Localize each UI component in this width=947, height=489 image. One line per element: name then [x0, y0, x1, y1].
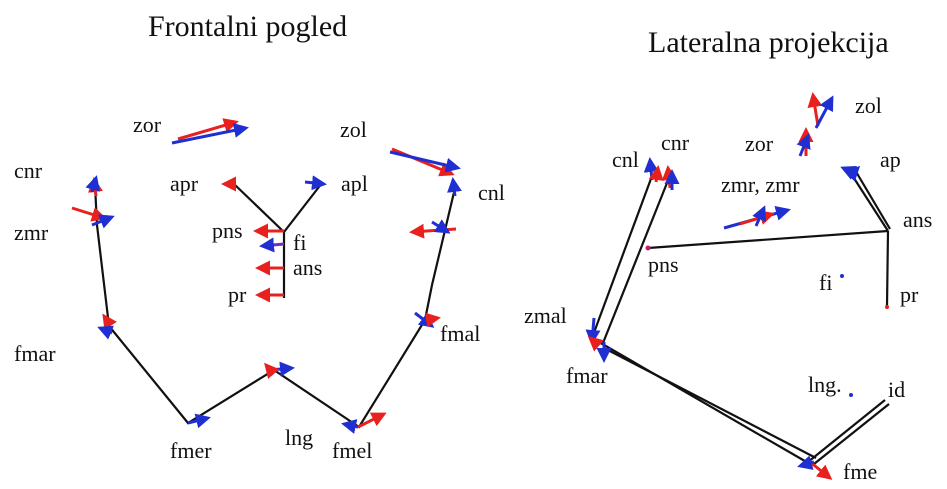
arrow-lat-ap-blue2: [844, 165, 861, 182]
frontal-jaw-outline: [93, 184, 457, 429]
arrow-zol-blue: [389, 150, 461, 173]
arrow-lat-ap-blue: [840, 166, 858, 180]
frontal-midline-y: [233, 182, 323, 298]
label-lat-cnr: cnr: [661, 130, 690, 155]
point-pr: [885, 305, 889, 309]
point-pns: [645, 245, 651, 251]
arrow-fmer-blue: [187, 413, 211, 429]
lateral-labels: zol zor ap cnl cnr zmr, zmr ans pns fi p…: [524, 93, 932, 484]
arrow-fmel-red: [357, 412, 387, 429]
arrow-zmr-blue: [91, 214, 115, 229]
label-apr: apr: [170, 171, 199, 196]
ans-pr-line: [885, 230, 890, 307]
label-apl: apl: [341, 171, 368, 196]
ramus-line-inner: [601, 177, 671, 344]
lateral-points: [645, 245, 889, 397]
label-pr: pr: [228, 282, 247, 307]
label-lat-lng: lng.: [808, 372, 842, 397]
label-lat-cnl: cnl: [612, 147, 639, 172]
frontal-arrows: [71, 118, 462, 434]
arrow-lat-cnl-blue: [643, 157, 659, 181]
chin-line: [807, 399, 886, 463]
arrow-lat-fme-blue: [797, 455, 815, 470]
point-lng: [849, 393, 853, 397]
label-lat-zor: zor: [745, 131, 774, 156]
frontal-labels: zor zol cnr cnl apr apl zmr pns fi ans p…: [14, 112, 505, 463]
label-lat-fmar: fmar: [566, 363, 608, 388]
arrow-lat-cnl-red: [648, 165, 664, 183]
label-lat-zmr-zmr: zmr, zmr: [721, 172, 800, 197]
label-fmal: fmal: [440, 321, 480, 346]
label-lat-zmal: zmal: [524, 303, 567, 328]
label-pns: pns: [212, 218, 243, 243]
body-line-outer: [591, 337, 811, 465]
label-zol: zol: [340, 117, 367, 142]
arrow-cnl-blue2: [431, 219, 451, 234]
label-lat-ap: ap: [880, 147, 901, 172]
label-zor: zor: [133, 112, 162, 137]
arrow-fmel-blue: [341, 419, 359, 434]
label-lat-fi: fi: [819, 270, 832, 295]
label-lat-id: id: [888, 377, 905, 402]
title-lateral: Lateralna projekcija: [648, 26, 889, 59]
ramus-line-outer: [590, 175, 654, 339]
arrow-lat-zor-blue: [796, 133, 811, 157]
label-lat-zol: zol: [855, 93, 882, 118]
label-cnr: cnr: [14, 158, 43, 183]
label-fmar: fmar: [14, 341, 56, 366]
palatal-plane: [647, 229, 889, 250]
label-lng: lng: [285, 425, 313, 450]
arrow-lat-zol-blue: [814, 95, 834, 129]
lateral-structure: [590, 169, 891, 465]
arrow-lat-zol-red: [807, 92, 823, 127]
arrow-lat-cnr-red: [661, 165, 677, 189]
label-lat-fme: fme: [843, 459, 877, 484]
arrow-lat-fme-red: [809, 460, 833, 480]
label-fi: fi: [293, 230, 306, 255]
arrow-lng-red: [264, 362, 280, 379]
arrow-fi-blue: [259, 237, 285, 253]
arrow-fmar-blue: [97, 325, 114, 340]
arrow-cnr-blue: [85, 175, 100, 193]
label-fmel: fmel: [332, 438, 372, 463]
label-ans: ans: [293, 255, 322, 280]
arrow-lat-zmr-blue2: [752, 205, 766, 227]
arrow-lat-fmar-red: [587, 336, 604, 352]
arrow-cnl-red: [409, 223, 457, 239]
label-cnl: cnl: [478, 180, 505, 205]
body-line-inner: [603, 347, 817, 459]
ap-ans-line-2: [854, 169, 891, 230]
arrow-zmr-red: [71, 206, 107, 222]
arrow-zor-red: [177, 118, 239, 141]
arrow-cnl-blue: [447, 177, 462, 197]
arrow-fmar-red: [102, 313, 117, 331]
arrow-zor-blue: [171, 123, 249, 145]
arrow-fmal-red: [424, 312, 441, 328]
label-fmer: fmer: [170, 438, 212, 463]
ap-ans-line: [849, 171, 889, 232]
arrow-zol-red: [391, 147, 455, 177]
title-frontal: Frontalni pogled: [148, 10, 347, 43]
label-lat-pr: pr: [900, 282, 919, 307]
label-lat-pns: pns: [648, 252, 679, 277]
chin-line-2: [813, 403, 890, 465]
arrow-lng-blue: [269, 361, 295, 377]
lateral-arrows: [585, 92, 861, 480]
arrow-apl-blue: [304, 175, 327, 191]
point-fi: [840, 274, 844, 278]
label-zmr: zmr: [14, 220, 49, 245]
label-lat-ans: ans: [903, 207, 932, 232]
frontal-structure: [93, 182, 457, 429]
